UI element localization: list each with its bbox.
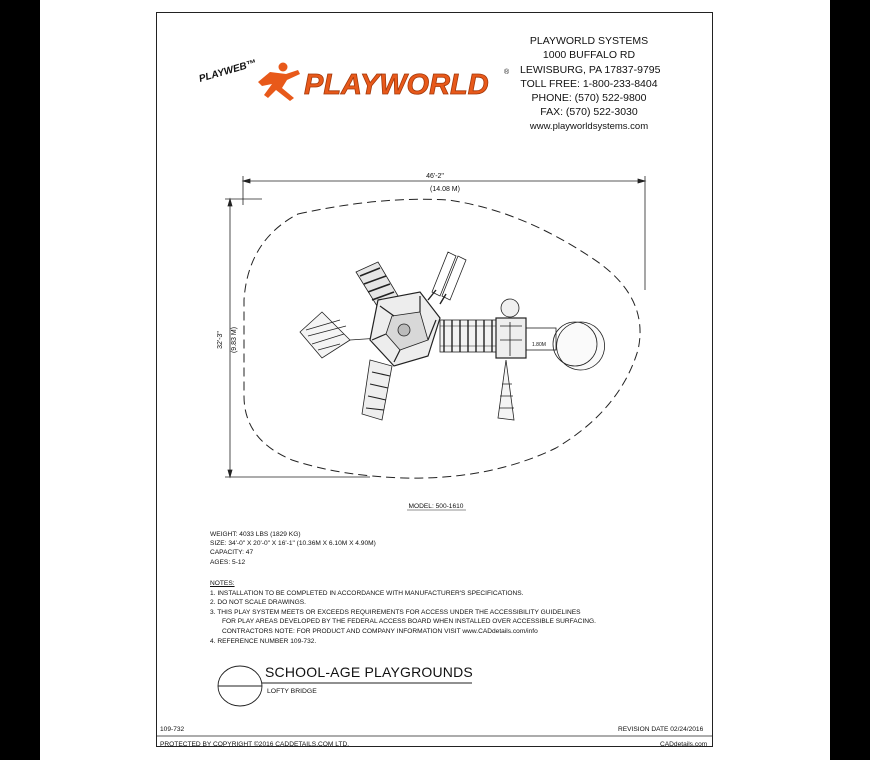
drawing-subtitle: LOFTY BRIDGE bbox=[267, 688, 317, 695]
company-name: PLAYWORLD SYSTEMS bbox=[529, 35, 649, 47]
spec-capacity: CAPACITY: 47 bbox=[210, 549, 254, 557]
caddetails-site: CADdetails.com bbox=[660, 741, 708, 748]
drawing-number: 109-732 bbox=[160, 726, 185, 733]
notes-heading: NOTES: bbox=[210, 580, 235, 587]
revision-date: REVISION DATE 02/24/2016 bbox=[618, 726, 704, 733]
company-phone: PHONE: (570) 522-9800 bbox=[531, 92, 647, 105]
copyright-notice: PROTECTED BY COPYRIGHT ©2016 CADDETAILS.… bbox=[160, 741, 350, 748]
note-1: 1. INSTALLATION TO BE COMPLETED IN ACCOR… bbox=[210, 589, 524, 597]
spec-size: SIZE: 34'-0" X 20'-0" X 16'-1" (10.36M X… bbox=[210, 540, 376, 548]
company-info: PLAYWORLD SYSTEMS 1000 BUFFALO RD LEWISB… bbox=[520, 34, 661, 134]
note-2: 2. DO NOT SCALE DRAWINGS. bbox=[210, 599, 306, 607]
specifications: WEIGHT: 4033 LBS (1829 KG) SIZE: 34'-0" … bbox=[210, 530, 376, 567]
notes: NOTES: 1. INSTALLATION TO BE COMPLETED I… bbox=[210, 579, 596, 646]
company-address-2: LEWISBURG, PA 17837-9795 bbox=[520, 63, 661, 76]
spec-ages: AGES: 5-12 bbox=[210, 558, 246, 566]
note-4: 4. REFERENCE NUMBER 109-732. bbox=[210, 637, 317, 645]
company-website: www.playworldsystems.com bbox=[529, 120, 649, 132]
note-3c: CONTRACTORS NOTE: FOR PRODUCT AND COMPAN… bbox=[222, 627, 538, 635]
drawing-title: SCHOOL-AGE PLAYGROUNDS bbox=[265, 664, 473, 680]
company-address-1: 1000 BUFFALO RD bbox=[542, 49, 636, 62]
note-3a: 3. THIS PLAY SYSTEM MEETS OR EXCEEDS REQ… bbox=[210, 608, 581, 616]
company-fax: FAX: (570) 522-3030 bbox=[540, 106, 638, 119]
spec-weight: WEIGHT: 4033 LBS (1829 KG) bbox=[210, 531, 301, 538]
company-toll-free: TOLL FREE: 1-800-233-8404 bbox=[520, 77, 658, 90]
note-3b: FOR PLAY AREAS DEVELOPED BY THE FEDERAL … bbox=[222, 618, 596, 626]
drawing-border bbox=[156, 12, 713, 747]
